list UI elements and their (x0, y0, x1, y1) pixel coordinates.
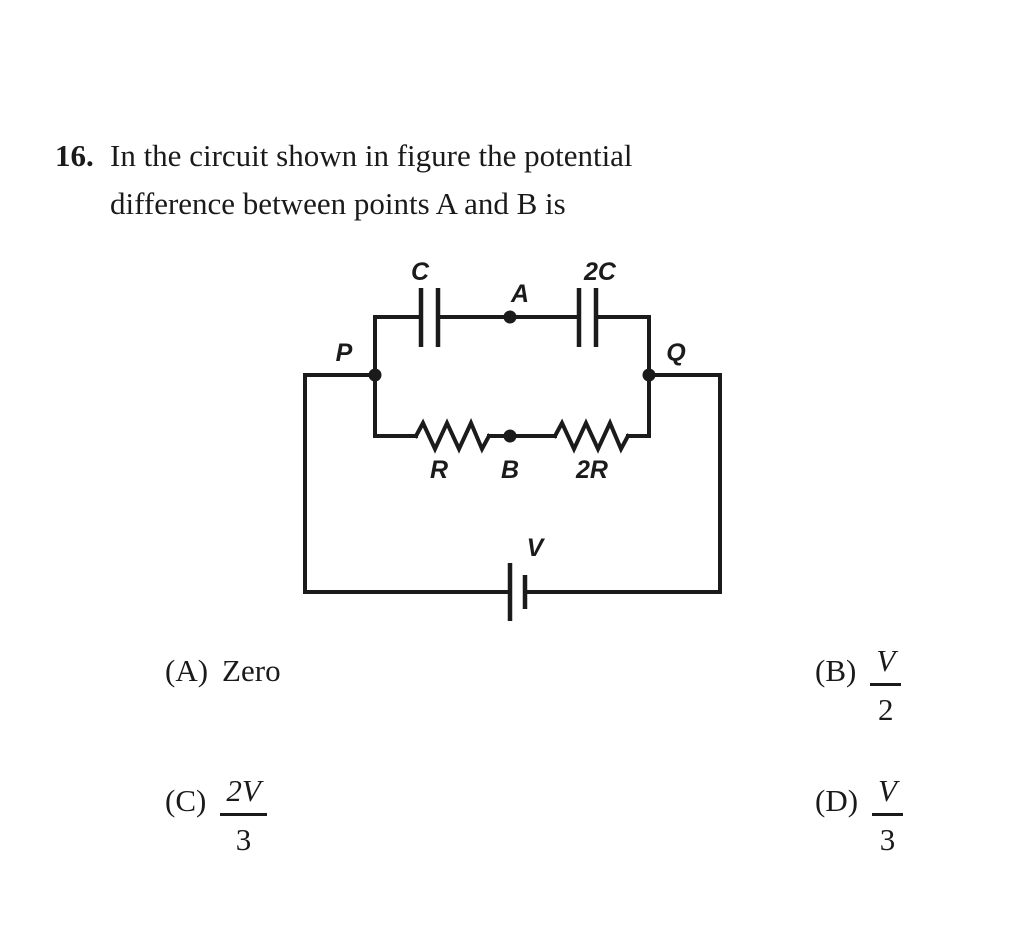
label-capacitor-2c: 2C (583, 258, 617, 286)
node-dot-q (642, 368, 656, 382)
option-b[interactable]: (B) V 2 (410, 643, 902, 778)
question-line-1: In the circuit shown in figure the poten… (110, 138, 633, 173)
wire-top-left-segment (373, 315, 422, 377)
option-c[interactable]: (C) 2V 3 (0, 773, 410, 908)
label-resistor-r: R (430, 456, 448, 484)
option-c-numerator: 2V (226, 773, 261, 808)
option-d-fraction-bar (872, 813, 903, 816)
node-dot-p (368, 368, 382, 382)
options-row-2: (C) 2V 3 (D) V 3 (0, 773, 1024, 908)
option-d-denominator: 3 (879, 821, 896, 857)
circuit-figure: C 2C A P Q R B 2R V (0, 250, 1024, 645)
label-node-a: A (510, 280, 529, 308)
question-number: 16. (55, 138, 94, 173)
label-node-q: Q (666, 339, 686, 367)
question-line-2: difference between points A and B is (110, 186, 566, 221)
node-dot-a (503, 310, 517, 324)
resistor-r-symbol (413, 418, 492, 454)
option-c-label: (C) (165, 783, 207, 818)
wire-outer-right (523, 373, 722, 594)
wire-outer-left (303, 373, 512, 594)
label-battery-voltage: V (527, 534, 546, 562)
resistor-2r-symbol (552, 418, 631, 454)
label-resistor-2r: 2R (575, 456, 608, 484)
options-block: (A) Zero (B) V 2 (C) 2V 3 (D) V (0, 643, 1024, 908)
wire-bottom-left-segment (373, 373, 418, 438)
label-node-b: B (501, 456, 519, 484)
option-c-value: 2V 3 (220, 772, 267, 860)
label-capacitor-c: C (411, 258, 430, 286)
option-a[interactable]: (A) Zero (0, 648, 410, 778)
option-d-numerator: V (878, 773, 897, 808)
question-row: 16. In the circuit shown in figure the p… (0, 132, 1024, 228)
option-a-label: (A) (165, 653, 209, 688)
option-b-numerator: V (876, 643, 896, 678)
circuit-diagram: C 2C A P Q R B 2R V (303, 258, 722, 621)
option-b-denominator: 2 (878, 691, 894, 727)
wire-top-right-segment (595, 315, 651, 377)
question-text: In the circuit shown in figure the poten… (110, 132, 922, 228)
option-d[interactable]: (D) V 3 (410, 773, 903, 908)
option-a-value: Zero (222, 653, 281, 688)
options-row-1: (A) Zero (B) V 2 (0, 643, 1024, 778)
option-b-label: (B) (815, 653, 857, 688)
wire-bottom-right-segment (626, 373, 651, 438)
label-node-p: P (336, 339, 353, 367)
option-c-denominator: 3 (235, 821, 252, 857)
node-dot-b (503, 429, 517, 443)
option-b-fraction-bar (870, 683, 902, 686)
question-block: 16. In the circuit shown in figure the p… (0, 132, 1024, 228)
option-d-value: V 3 (872, 772, 903, 860)
option-d-label: (D) (815, 783, 859, 818)
option-b-value: V 2 (870, 642, 902, 730)
option-c-fraction-bar (220, 813, 267, 816)
